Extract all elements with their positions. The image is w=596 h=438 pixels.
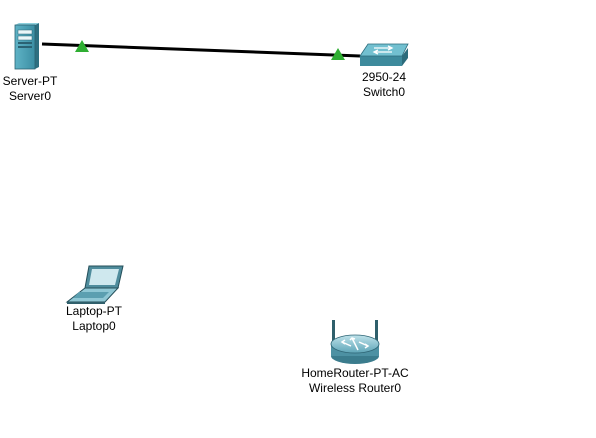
- wireless-router0-model: HomeRouter-PT-AC: [301, 366, 409, 380]
- switch0-label: 2950-24 Switch0: [314, 70, 454, 100]
- laptop-icon: [65, 265, 124, 304]
- device-wireless-router0[interactable]: HomeRouter-PT-AC Wireless Router0: [295, 316, 415, 398]
- wireless-router-icon: [330, 320, 380, 364]
- wireless-router0-name: Wireless Router0: [308, 381, 402, 395]
- switch0-name: Switch0: [362, 85, 406, 99]
- server0-label: Server-PT Server0: [0, 74, 100, 104]
- server0-switch0-link[interactable]: [41, 42, 361, 58]
- switch-icon: [359, 43, 409, 66]
- server-icon: [14, 23, 39, 70]
- device-server0[interactable]: Server-PT Server0: [0, 0, 60, 112]
- switch0-model: 2950-24: [361, 70, 407, 84]
- device-laptop0[interactable]: Laptop-PT Laptop0: [60, 262, 130, 340]
- device-switch0[interactable]: 2950-24 Switch0: [350, 36, 420, 104]
- laptop0-name: Laptop0: [72, 319, 116, 333]
- server0-model: Server-PT: [2, 74, 58, 88]
- wireless-router0-label: HomeRouter-PT-AC Wireless Router0: [285, 366, 425, 396]
- laptop0-label: Laptop-PT Laptop0: [24, 304, 164, 334]
- server0-name: Server0: [8, 89, 52, 103]
- link-status-up-icon-server-side: [75, 40, 89, 52]
- laptop0-model: Laptop-PT: [65, 304, 123, 318]
- link-status-up-icon-switch-side: [331, 48, 345, 60]
